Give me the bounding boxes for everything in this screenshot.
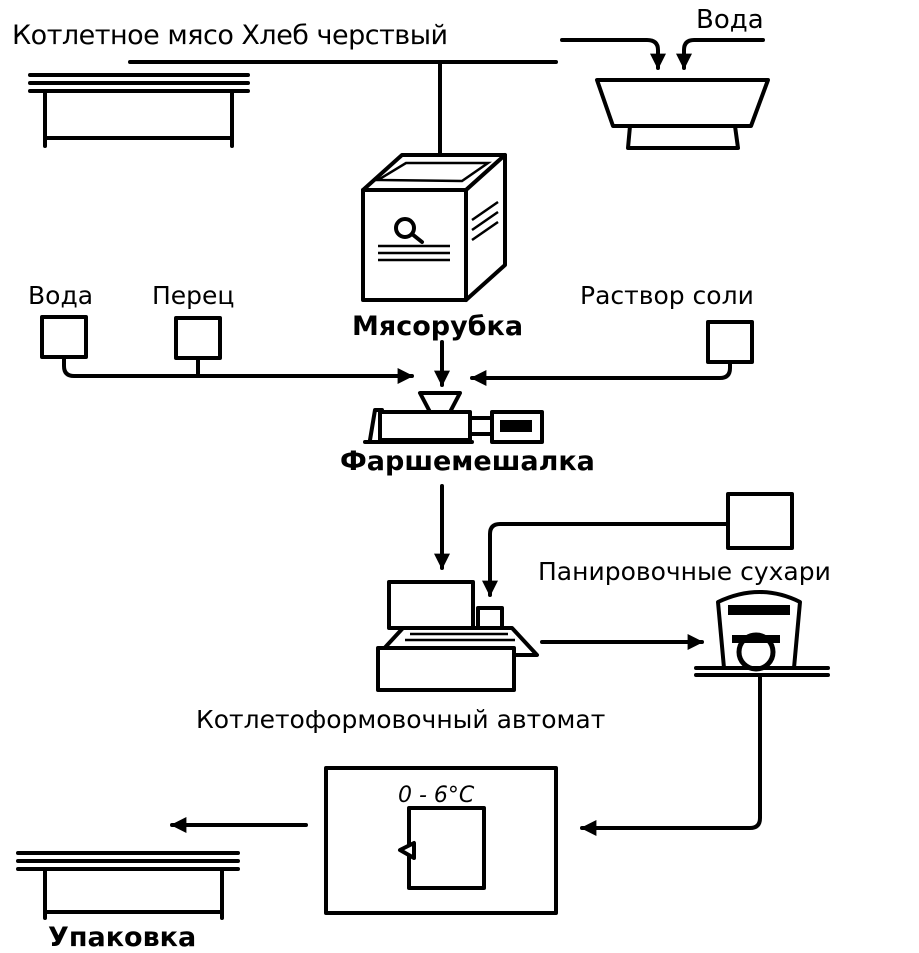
water-tank-icon [40,315,88,359]
breadcrumbs-flow-line [482,522,730,597]
forming-machine-icon [376,580,539,692]
salt-tank-icon [706,320,754,364]
packing-table-icon [16,851,240,920]
cooling-chamber-icon [324,766,558,915]
coating-drum-icon [694,590,830,677]
drum-to-cooler-line [580,673,762,836]
breadcrumbs-label: Панировочные сухари [538,557,831,586]
salt-solution-label: Раствор соли [580,281,754,310]
water-left-label: Вода [28,281,93,310]
meat-grinder-icon [361,153,507,302]
grinder-label: Мясорубка [352,311,523,342]
pepper-label: Перец [152,281,234,310]
mixer-label: Фаршемешалка [340,446,595,477]
soaking-bath [595,78,770,150]
mince-mixer-icon [363,391,544,444]
packing-label: Упаковка [48,922,196,953]
top-left-table [28,73,250,148]
breadcrumbs-tank-icon [726,492,794,550]
forming-machine-label: Котлетоформовочный автомат [196,705,605,734]
pepper-tank-icon [174,316,222,360]
additives-flow-lines [62,340,732,387]
temperature-label: 0 - 6°С [398,783,475,808]
water-top-label: Вода [696,5,764,35]
ingredients-top-label: Котлетное мясо Хлеб черствый [12,20,448,51]
